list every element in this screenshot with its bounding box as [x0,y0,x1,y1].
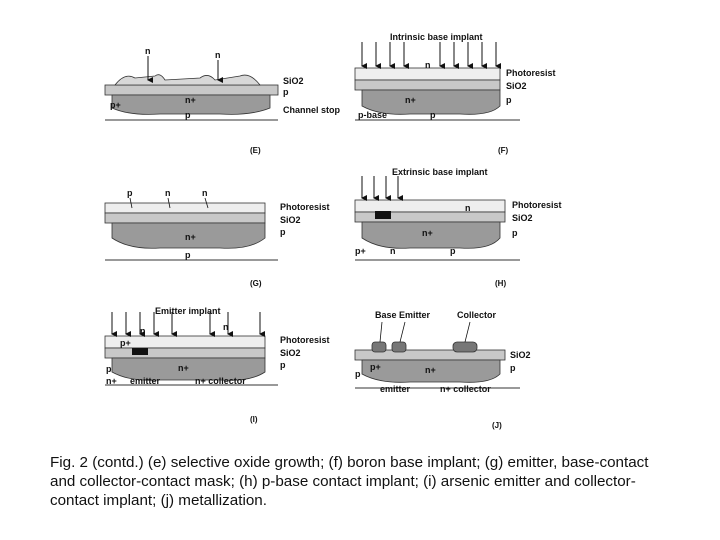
panel-g: p n n Photoresist SiO2 p n+ p (G) [104,188,330,288]
label-p-layer: p [512,228,518,238]
label-n-plus-mid: n+ [178,363,189,373]
panel-f: Intrinsic base implant n Photoresist SiO… [354,32,556,155]
panel-j: Base Emitter Collector SiO2 p p p+ n+ em… [354,310,531,430]
label-p-left: p [106,364,112,374]
panel-tag-e: (E) [250,146,261,155]
label-p-substrate: p [185,250,191,260]
label-n-plus: n+ [422,228,433,238]
label-n-bottom: n [390,246,396,256]
label-p: p [127,188,133,198]
figure-caption: Fig. 2 (contd.) (e) selective oxide grow… [50,454,649,509]
label-p-layer: p [506,95,512,105]
label-n: n [425,60,431,70]
panel-tag-f: (F) [498,146,509,155]
panel-tag-i: (I) [250,415,258,424]
label-p-layer: p [510,363,516,373]
label-sio2: SiO2 [510,350,531,360]
panel-h: Extrinsic base implant n Photoresist SiO… [354,167,562,288]
emitter-contact-metal [391,341,407,353]
label-p-plus: p+ [110,100,121,110]
label-n-plus: n+ [185,232,196,242]
label-p-base: p-base [358,110,387,120]
label-p-plus: p+ [355,246,366,256]
label-n: n [465,203,471,213]
label-n-plus-left: n+ [106,376,117,386]
label-base-emitter: Base Emitter [375,310,431,320]
label-p-plus: p+ [370,362,381,372]
oxide-layer [104,84,279,96]
label-intrinsic-base-implant: Intrinsic base implant [390,32,483,42]
label-n-plus: n+ [405,95,416,105]
collector-contact-metal [452,341,478,353]
p-plus-contact-region [375,211,391,219]
label-p-layer: p [280,360,286,370]
label-emitter-implant: Emitter implant [155,306,221,316]
panel-tag-h: (H) [495,279,506,288]
label-sio2: SiO2 [512,213,533,223]
label-p-layer: p [283,87,289,97]
label-n-plus: n+ [185,95,196,105]
label-p-left: p [355,369,361,379]
label-channel-stop: Channel stop [283,105,341,115]
label-n-left: n [145,46,151,56]
label-p-substrate: p [450,246,456,256]
label-photoresist: Photoresist [280,202,330,212]
cross-section-diagrams: n n SiO2 p p+ n+ p Channel stop (E) Intr… [104,32,562,430]
label-sio2: SiO2 [283,76,304,86]
n-plus-buried-layer [111,94,271,115]
label-p-substrate: p [430,110,436,120]
base-contact-metal [371,341,387,353]
label-photoresist: Photoresist [512,200,562,210]
label-sio2: SiO2 [506,81,527,91]
panel-tag-j: (J) [492,421,502,430]
label-n-right: n [215,50,221,60]
label-emitter: emitter [130,376,161,386]
label-p-layer: p [280,227,286,237]
panel-e: n n SiO2 p p+ n+ p Channel stop (E) [104,46,341,155]
label-n-plus-collector: n+ collector [440,384,491,394]
label-p-substrate: p [185,110,191,120]
label-n-plus-collector: n+ collector [195,376,246,386]
label-p-plus: p+ [120,338,131,348]
label-collector: Collector [457,310,497,320]
label-n-right: n [202,188,208,198]
label-sio2: SiO2 [280,215,301,225]
label-extrinsic-base-implant: Extrinsic base implant [392,167,488,177]
panel-tag-g: (G) [250,279,262,288]
process-steps-figure: n n SiO2 p p+ n+ p Channel stop (E) Intr… [100,28,590,438]
label-sio2: SiO2 [280,348,301,358]
label-n-left: n [165,188,171,198]
label-photoresist: Photoresist [506,68,556,78]
panel-i: Emitter implant n n Photoresist SiO2 p p… [104,306,330,424]
label-photoresist: Photoresist [280,335,330,345]
label-n-plus: n+ [425,365,436,375]
label-n-right: n [223,322,229,332]
label-emitter: emitter [380,384,411,394]
label-n-top: n [140,326,146,336]
